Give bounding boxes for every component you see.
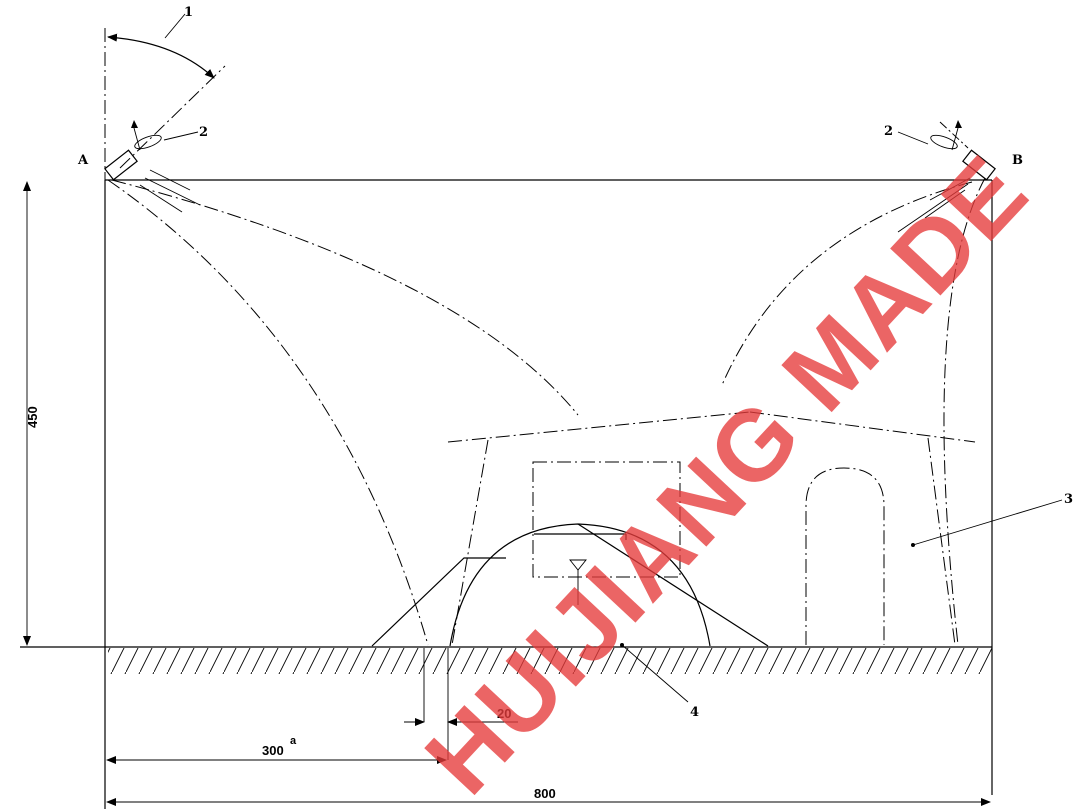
dimension-span-300: 300 a (106, 735, 447, 764)
watermark-text: HUIJIANG MADE (404, 134, 1049, 809)
point-b-label: B (1012, 153, 1023, 168)
callout-1: 1 (184, 5, 193, 20)
callout-3: 3 (1064, 492, 1073, 507)
gap-dimension-label: 20 (497, 706, 511, 721)
ground-hatching (108, 648, 992, 674)
callout-2-right: 2 (884, 124, 893, 139)
span-300-note: a (290, 735, 297, 747)
spray-pattern-b (721, 177, 986, 646)
test-frame (20, 179, 993, 809)
point-a-label: A (77, 153, 89, 168)
callout-2-left: 2 (199, 125, 208, 140)
dimension-width-800: 800 (106, 786, 991, 806)
angle-indicator: 1 (107, 5, 226, 169)
watermark: HUIJIANG MADE (404, 134, 1049, 809)
dimension-gap-20: 20 (404, 648, 518, 760)
width-dimension-label: 800 (534, 786, 556, 801)
height-dimension-label: 450 (25, 406, 40, 428)
callout-4: 4 (690, 705, 699, 720)
span-300-label: 300 (262, 743, 284, 758)
test-object-dome: 4 (371, 461, 769, 720)
spray-nozzle-b: 2 B (884, 120, 1023, 233)
dimension-height-450: 450 (23, 181, 40, 646)
spray-pattern-a (107, 179, 579, 646)
spray-nozzle-a: 2 A (77, 120, 208, 213)
shelter-outline (447, 411, 976, 646)
arch-opening: 3 (805, 467, 1073, 645)
